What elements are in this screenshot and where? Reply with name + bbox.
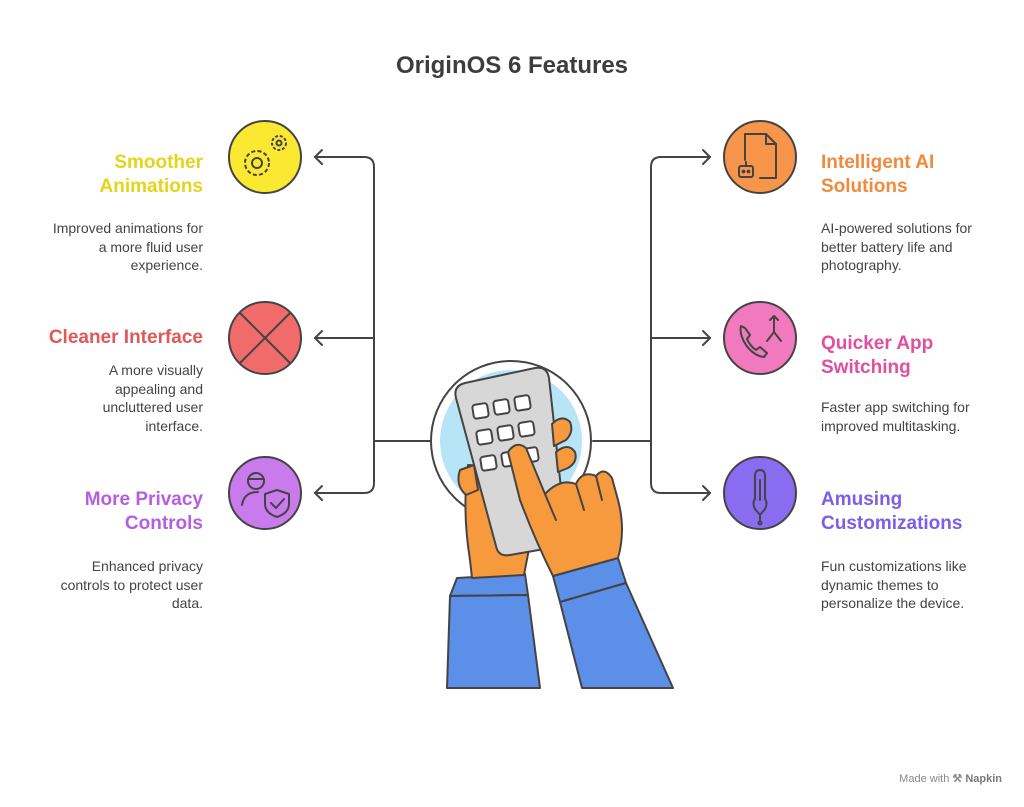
phone-hands-illustration bbox=[430, 360, 674, 689]
customizations-heading: Amusing Customizations bbox=[821, 489, 963, 534]
customizations-icon-circle bbox=[723, 456, 797, 530]
document-robot-icon bbox=[738, 133, 777, 179]
napkin-logo-icon: ⚒ bbox=[952, 773, 963, 785]
phone-split-icon bbox=[739, 315, 782, 358]
left-finger-2 bbox=[555, 446, 577, 473]
smoother-animations-description: Improved animations for a more fluid use… bbox=[52, 220, 203, 273]
smoother-animations-circle bbox=[228, 120, 302, 194]
privacy-controls-heading: More Privacy Controls bbox=[84, 489, 203, 534]
left-finger-1 bbox=[551, 417, 573, 447]
cleaner-interface-heading: Cleaner Interface bbox=[48, 327, 203, 348]
smoother-animations-icon-circle bbox=[228, 120, 302, 194]
left-thumb bbox=[457, 464, 479, 496]
ai-solutions-description: AI-powered solutions for better battery … bbox=[821, 220, 972, 273]
customizations-description: Fun customizations like dynamic themes t… bbox=[821, 558, 967, 611]
ai-solutions-icon-circle bbox=[723, 120, 797, 194]
privacy-controls-icon-circle bbox=[228, 456, 302, 530]
app-switching-icon-circle bbox=[723, 301, 797, 375]
cleaner-interface-description: A more visually appealing and uncluttere… bbox=[102, 362, 203, 434]
page-title: OriginOS 6 Features bbox=[395, 52, 629, 79]
thermometer-icon bbox=[752, 469, 768, 526]
brand-label: Napkin bbox=[965, 773, 1002, 785]
connector-lines bbox=[314, 149, 711, 501]
app-switching-description: Faster app switching for improved multit… bbox=[821, 399, 970, 434]
cross-icon bbox=[239, 312, 291, 364]
user-shield-icon bbox=[241, 472, 290, 518]
made-with-label: Made with bbox=[899, 773, 950, 785]
napkin-watermark[interactable]: Made with ⚒ Napkin bbox=[899, 772, 1002, 785]
smoother-animations-heading: Smoother Animations bbox=[99, 152, 203, 197]
cleaner-interface-icon-circle bbox=[228, 301, 302, 375]
ai-solutions-heading: Intelligent AI Solutions bbox=[821, 152, 935, 197]
right-sleeve bbox=[559, 582, 674, 689]
privacy-controls-description: Enhanced privacy controls to protect use… bbox=[60, 558, 203, 611]
app-switching-heading: Quicker App Switching bbox=[821, 333, 934, 378]
left-sleeve bbox=[446, 594, 541, 689]
gears-icon bbox=[244, 135, 287, 176]
